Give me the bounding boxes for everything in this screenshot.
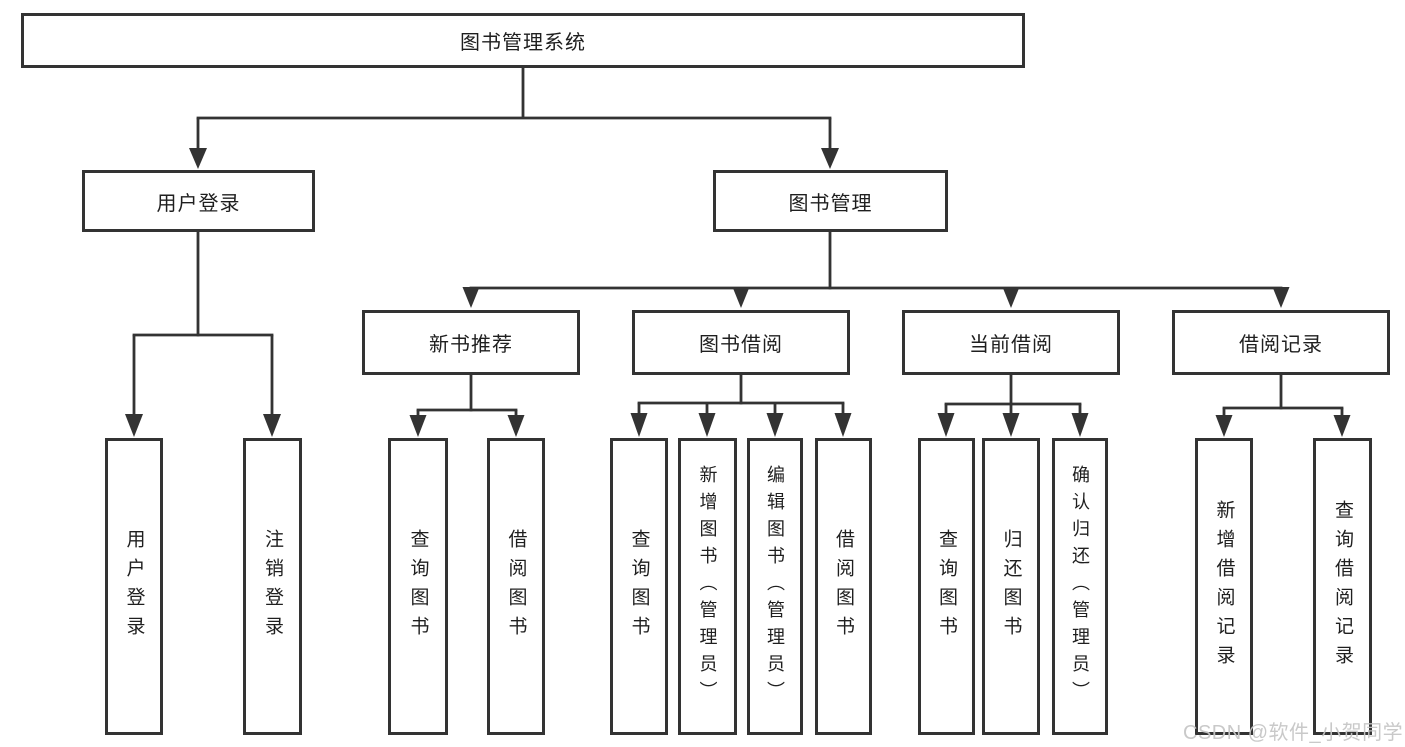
- node-borrowing-records: 借阅记录: [1172, 310, 1390, 375]
- node-new-book-recommend: 新书推荐: [362, 310, 580, 375]
- leaf-query-books-current: 查询图书: [918, 438, 975, 735]
- leaf-edit-book-admin: 编辑图书（管理员）: [747, 438, 803, 735]
- node-borrowing-records-label: 借阅记录: [1239, 334, 1323, 356]
- leaf-add-borrow-record: 新增借阅记录: [1195, 438, 1253, 735]
- leaf-user-login-label: 用户登录: [123, 528, 145, 645]
- node-current-borrowing: 当前借阅: [902, 310, 1120, 375]
- leaf-return-book-label: 归还图书: [1000, 528, 1022, 645]
- leaf-logout-label: 注销登录: [262, 528, 283, 645]
- node-new-book-recommend-label: 新书推荐: [429, 334, 513, 356]
- leaf-add-borrow-record-label: 新增借阅记录: [1213, 499, 1235, 674]
- csdn-watermark: CSDN @软件_小贺同学: [1183, 722, 1404, 744]
- leaf-add-book-admin: 新增图书（管理员）: [678, 438, 737, 735]
- leaf-query-books-current-label: 查询图书: [936, 528, 957, 645]
- node-user-login: 用户登录: [82, 170, 315, 232]
- leaf-edit-book-admin-label: 编辑图书（管理员）: [765, 465, 785, 708]
- leaf-return-book: 归还图书: [982, 438, 1040, 735]
- node-book-management-label: 图书管理: [788, 192, 873, 215]
- leaf-confirm-return-admin: 确认归还（管理员）: [1052, 438, 1108, 735]
- leaf-add-book-admin-label: 新增图书（管理员）: [697, 465, 718, 708]
- leaf-confirm-return-admin-label: 确认归还（管理员）: [1070, 465, 1090, 708]
- leaf-logout: 注销登录: [243, 438, 302, 735]
- leaf-query-borrow-record-label: 查询借阅记录: [1332, 499, 1353, 674]
- node-root-label: 图书管理系统: [460, 32, 586, 54]
- node-root: 图书管理系统: [21, 13, 1025, 68]
- leaf-borrow-books-borrowing: 借阅图书: [815, 438, 872, 735]
- node-book-management: 图书管理: [713, 170, 948, 232]
- node-user-login-label: 用户登录: [156, 192, 241, 215]
- leaf-query-books-borrowing: 查询图书: [610, 438, 668, 735]
- node-book-borrowing-label: 图书借阅: [699, 334, 783, 356]
- leaf-query-books-recommend-label: 查询图书: [407, 528, 429, 645]
- leaf-query-books-recommend: 查询图书: [388, 438, 448, 735]
- leaf-query-borrow-record: 查询借阅记录: [1313, 438, 1372, 735]
- node-book-borrowing: 图书借阅: [632, 310, 850, 375]
- leaf-borrow-books-recommend: 借阅图书: [487, 438, 545, 735]
- leaf-borrow-books-recommend-label: 借阅图书: [505, 528, 527, 645]
- leaf-user-login: 用户登录: [105, 438, 163, 735]
- leaf-borrow-books-borrowing-label: 借阅图书: [833, 528, 854, 645]
- leaf-query-books-borrowing-label: 查询图书: [628, 528, 650, 645]
- node-current-borrowing-label: 当前借阅: [969, 334, 1053, 356]
